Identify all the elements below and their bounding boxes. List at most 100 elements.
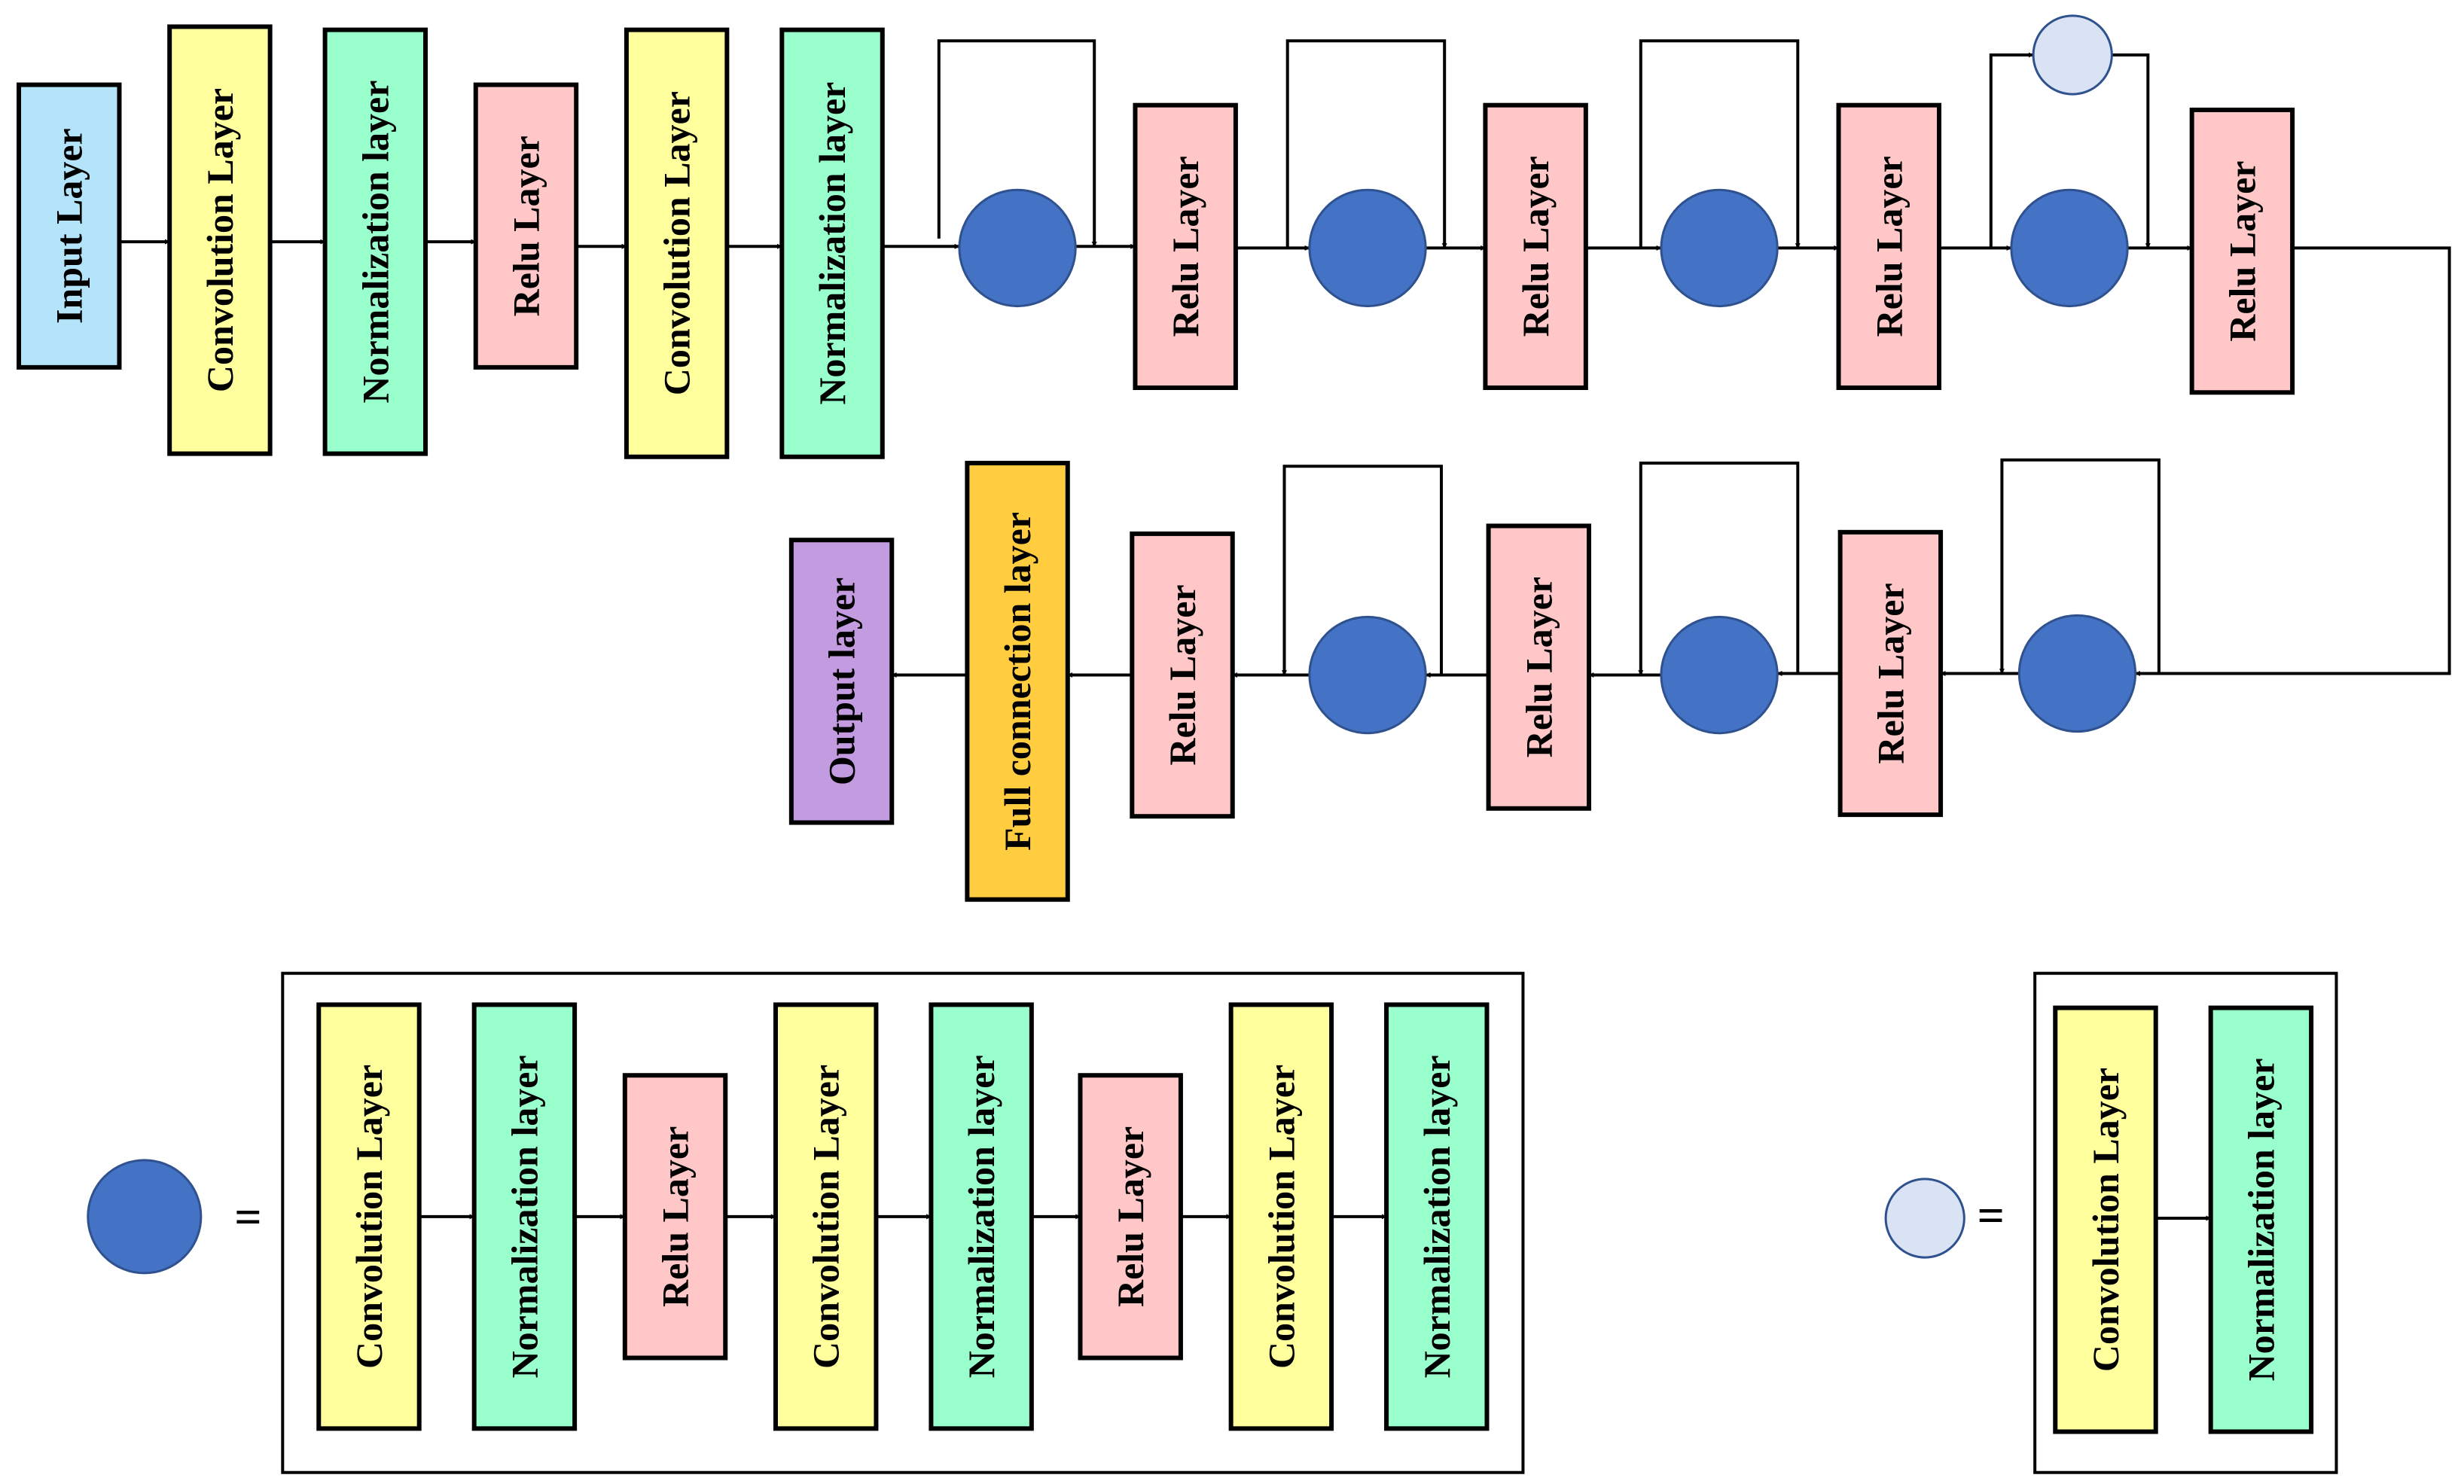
residual-block-2 bbox=[1308, 188, 1427, 308]
convolution-layer-2-box: Convolution Layer bbox=[624, 27, 730, 459]
relu-layer-5-label: Relu Layer bbox=[2221, 161, 2263, 342]
skip-connection-6 bbox=[1638, 462, 1800, 676]
relu-layer-3-box: Relu Layer bbox=[1483, 102, 1588, 390]
legend-a-convolution-3-label: Convolution Layer bbox=[1260, 1065, 1302, 1369]
relu-layer-7-box-shape bbox=[1486, 523, 1592, 811]
input-layer-box: Input Layer bbox=[17, 82, 122, 370]
legend-a-normalization-2-label: Normalization layer bbox=[960, 1055, 1002, 1378]
normalization-layer-1-box: Normalization layer bbox=[322, 27, 428, 456]
residual-block-4 bbox=[2010, 188, 2129, 308]
relu-layer-2-label: Relu Layer bbox=[1164, 156, 1206, 337]
full-connection-layer-box: Full connection layer bbox=[965, 461, 1070, 902]
relu-layer-3-box-shape bbox=[1483, 102, 1588, 390]
relu-layer-5-box: Relu Layer bbox=[2189, 107, 2295, 395]
convolution-layer-2-box-shape bbox=[624, 27, 730, 459]
full-connection-layer-label: Full connection layer bbox=[996, 512, 1038, 851]
legend-b-normalization-label: Normalization layer bbox=[2240, 1058, 2282, 1381]
relu-layer-5-box-shape bbox=[2189, 107, 2295, 395]
legend-b-convolution-label: Convolution Layer bbox=[2084, 1068, 2127, 1372]
legend-a-convolution-2-box: Convolution Layer bbox=[773, 1002, 879, 1431]
skip-connection-1 bbox=[937, 39, 1097, 247]
output-layer-label: Output layer bbox=[821, 577, 863, 785]
legend-a-convolution-1-box-shape bbox=[316, 1002, 422, 1431]
residual-block-6 bbox=[1660, 615, 1779, 735]
normalization-layer-1-label: Normalization layer bbox=[354, 81, 396, 404]
legend-a-relu-1-box-shape bbox=[622, 1073, 728, 1361]
legend-a-convolution-1-box: Convolution Layer bbox=[316, 1002, 422, 1431]
normalization-layer-2-box: Normalization layer bbox=[779, 27, 885, 459]
legend-residual-block-frame bbox=[281, 971, 1525, 1474]
legend-a-convolution-2-label: Convolution Layer bbox=[805, 1065, 847, 1369]
legend-b-convolution-box: Convolution Layer bbox=[2053, 1005, 2158, 1434]
output-layer-box-shape bbox=[788, 538, 895, 825]
relu-layer-6-box: Relu Layer bbox=[1837, 529, 1944, 818]
relu-layer-1-box-shape bbox=[473, 82, 579, 370]
relu-layer-2-box-shape bbox=[1133, 102, 1238, 390]
shortcut-out-connector bbox=[2112, 53, 2151, 249]
arrow-relu5-to-block5 bbox=[2134, 246, 2451, 676]
full-connection-layer-box-shape bbox=[965, 461, 1070, 902]
legend-a-normalization-1-box-shape bbox=[471, 1002, 578, 1431]
normalization-layer-2-box-shape bbox=[779, 27, 885, 459]
legend-b-convolution-box-shape bbox=[2053, 1005, 2158, 1434]
legend-b-normalization-box: Normalization layer bbox=[2208, 1005, 2314, 1434]
legend-a-normalization-2-box: Normalization layer bbox=[929, 1002, 1034, 1431]
skip-connection-5 bbox=[1999, 458, 2161, 675]
relu-layer-8-box: Relu Layer bbox=[1130, 531, 1235, 819]
normalization-layer-2-label: Normalization layer bbox=[811, 82, 853, 405]
relu-layer-4-label: Relu Layer bbox=[1868, 156, 1910, 337]
relu-layer-4-box: Relu Layer bbox=[1836, 102, 1941, 390]
legend-a-convolution-3-box: Convolution Layer bbox=[1228, 1002, 1334, 1431]
legend-a-relu-1-label: Relu Layer bbox=[654, 1126, 696, 1307]
relu-layer-1-label: Relu Layer bbox=[505, 136, 547, 316]
legend-a-normalization-3-label: Normalization layer bbox=[1416, 1055, 1458, 1378]
output-layer-box: Output layer bbox=[788, 538, 895, 825]
residual-block-1 bbox=[958, 188, 1077, 308]
legend-a-convolution-1-label: Convolution Layer bbox=[348, 1065, 390, 1369]
shortcut-block-1 bbox=[2032, 14, 2113, 96]
legend-shortcut-block-frame bbox=[2033, 971, 2338, 1474]
relu-layer-3-label: Relu Layer bbox=[1514, 156, 1557, 337]
relu-layer-1-box: Relu Layer bbox=[473, 82, 579, 370]
convolution-layer-2-label: Convolution Layer bbox=[656, 91, 698, 395]
shortcut-in-connector bbox=[1989, 52, 2034, 248]
legend-a-relu-1-box: Relu Layer bbox=[622, 1073, 728, 1361]
legend-b-normalization-box-shape bbox=[2208, 1005, 2314, 1434]
legend-shortcut-equals-sign: = bbox=[1978, 1188, 2005, 1242]
convolution-layer-1-box: Convolution Layer bbox=[167, 24, 273, 456]
skip-connection-3 bbox=[1639, 39, 1801, 249]
input-layer-label: Input Layer bbox=[48, 128, 90, 324]
legend-a-normalization-2-box-shape bbox=[929, 1002, 1034, 1431]
relu-layer-6-box-shape bbox=[1837, 529, 1944, 818]
legend-a-normalization-1-box: Normalization layer bbox=[471, 1002, 578, 1431]
convolution-layer-1-box-shape bbox=[167, 24, 273, 456]
legend-a-relu-2-box-shape bbox=[1078, 1073, 1183, 1361]
legend-a-convolution-3-box-shape bbox=[1228, 1002, 1334, 1431]
input-layer-box-shape bbox=[17, 82, 122, 370]
legend-residual-equals-sign: = bbox=[234, 1190, 261, 1243]
relu-layer-6-label: Relu Layer bbox=[1869, 583, 1911, 763]
connectors bbox=[119, 39, 2451, 1221]
relu-layer-7-label: Relu Layer bbox=[1517, 577, 1560, 757]
legend-a-relu-2-box: Relu Layer bbox=[1078, 1073, 1183, 1361]
legend-a-normalization-3-box: Normalization layer bbox=[1384, 1002, 1490, 1431]
normalization-layer-1-box-shape bbox=[322, 27, 428, 456]
skip-connection-7 bbox=[1282, 465, 1443, 676]
relu-layer-8-label: Relu Layer bbox=[1161, 584, 1203, 765]
residual-block-5 bbox=[2017, 614, 2137, 733]
legend-residual-block-symbol bbox=[87, 1159, 203, 1275]
legend-a-normalization-1-label: Normalization layer bbox=[503, 1055, 545, 1378]
relu-layer-7-box: Relu Layer bbox=[1486, 523, 1592, 811]
legend-a-relu-2-label: Relu Layer bbox=[1109, 1126, 1151, 1307]
skip-connection-2 bbox=[1285, 39, 1447, 249]
convolution-layer-1-label: Convolution Layer bbox=[199, 88, 241, 392]
relu-layer-2-box: Relu Layer bbox=[1133, 102, 1238, 390]
legend-a-convolution-2-box-shape bbox=[773, 1002, 879, 1431]
relu-layer-4-box-shape bbox=[1836, 102, 1941, 390]
legend-a-normalization-3-box-shape bbox=[1384, 1002, 1490, 1431]
relu-layer-8-box-shape bbox=[1130, 531, 1235, 819]
residual-block-3 bbox=[1660, 188, 1779, 308]
residual-block-7 bbox=[1308, 615, 1427, 735]
